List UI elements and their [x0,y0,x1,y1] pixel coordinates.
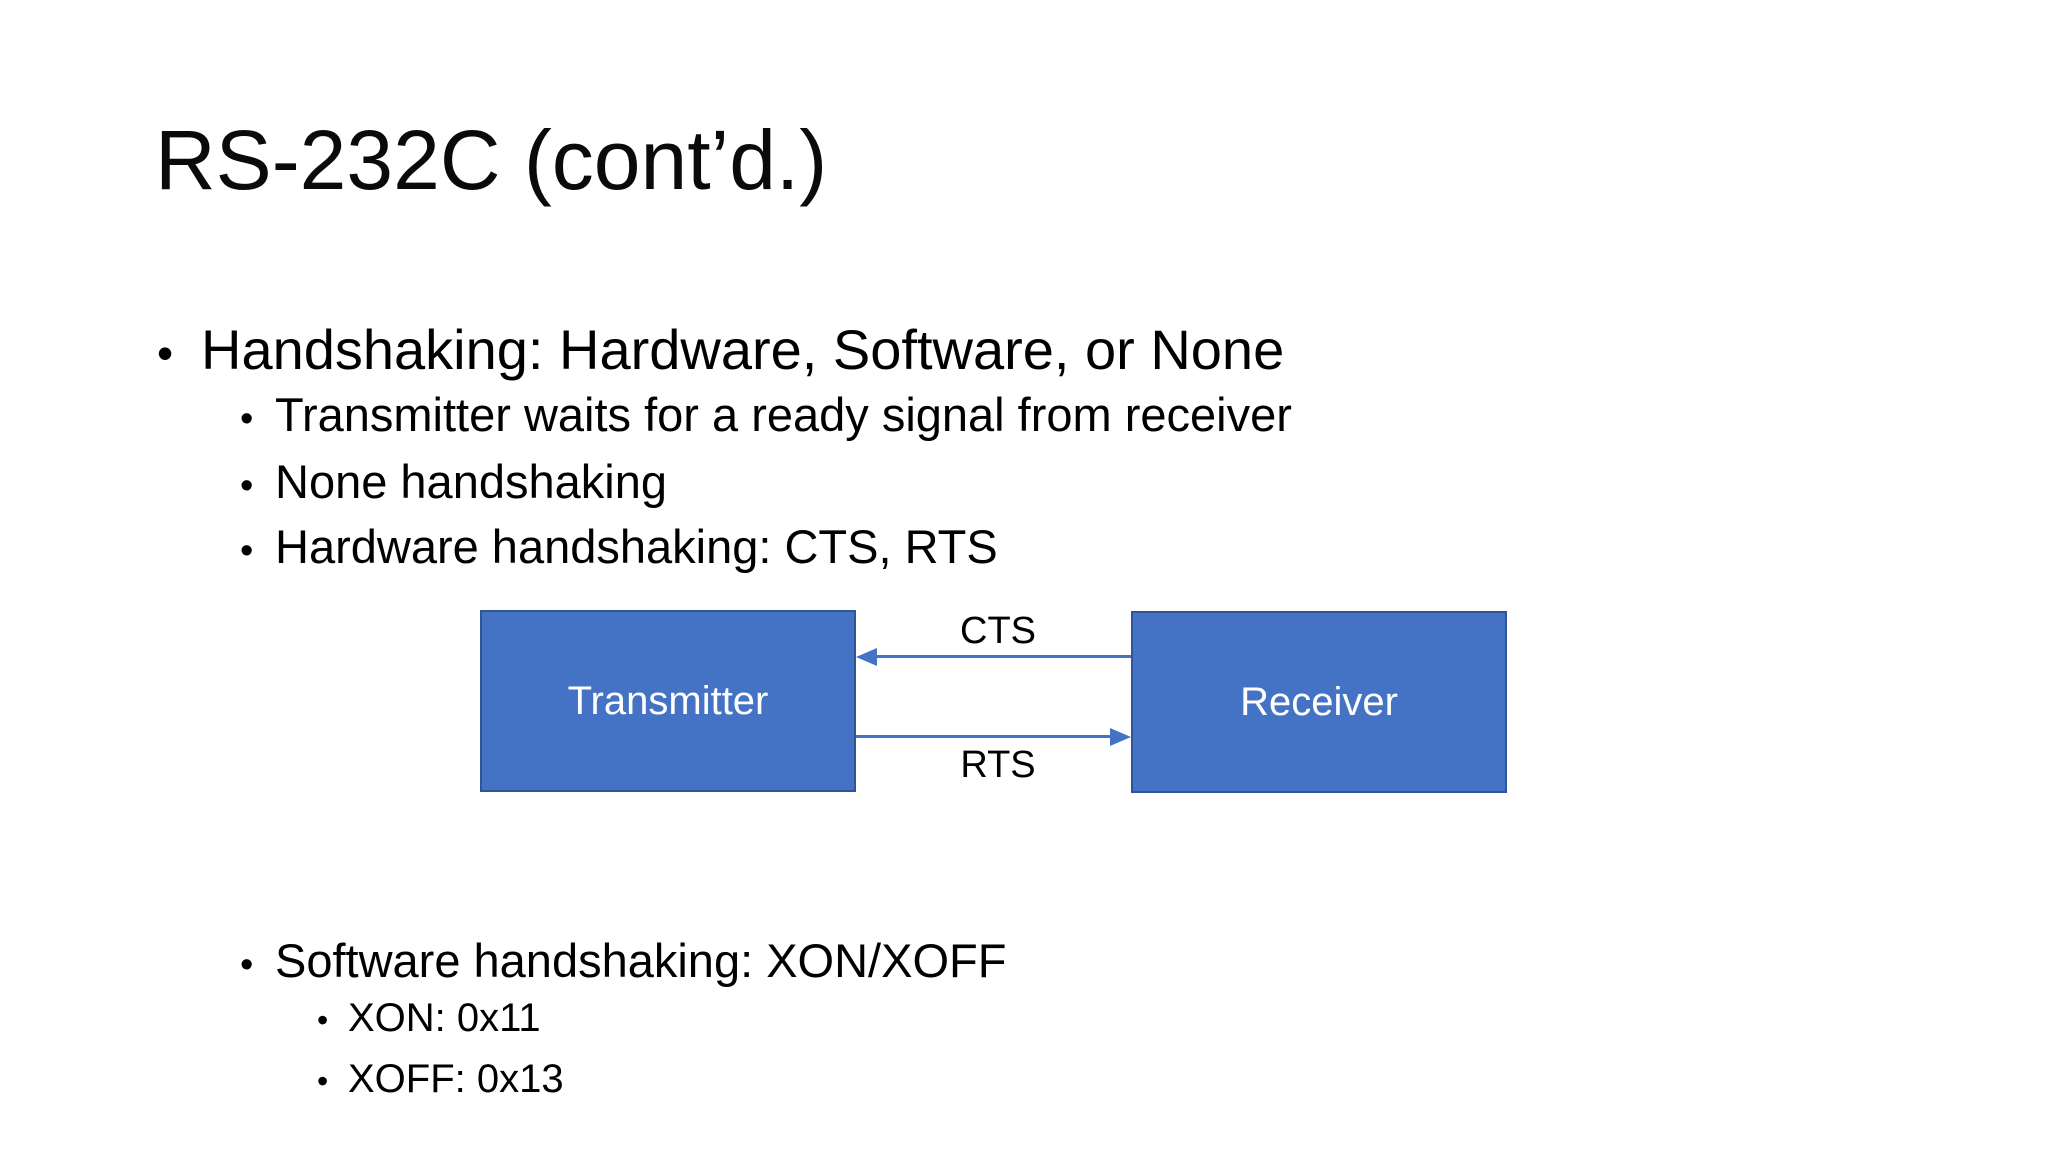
bullet-icon: • [317,1002,329,1038]
bullet-item-hardware-handshaking: • Hardware handshaking: CTS, RTS [240,520,998,574]
bullet-icon: • [240,465,254,507]
bullet-item-software-handshaking: • Software handshaking: XON/XOFF [240,934,1006,988]
receiver-box: Receiver [1131,611,1507,793]
bullet-item-none-handshaking: • None handshaking [240,455,667,509]
bullet-item-xoff: • XOFF: 0x13 [317,1056,564,1102]
slide-title: RS-232C (cont’d.) [155,113,828,207]
arrowhead-right-icon [1110,728,1131,746]
bullet-icon: • [240,398,254,440]
cts-arrow-line [872,655,1131,658]
bullet-text-xoff: XOFF: 0x13 [348,1057,564,1101]
rts-signal-label: RTS [960,744,1036,786]
cts-signal-label: CTS [960,610,1036,652]
bullet-item-handshaking: • Handshaking: Hardware, Software, or No… [157,318,1284,382]
receiver-label: Receiver [1240,679,1398,724]
bullet-text-handshaking: Handshaking: Hardware, Software, or None [201,318,1285,381]
bullet-text-xon: XON: 0x11 [348,996,541,1040]
bullet-text-hardware-handshaking: Hardware handshaking: CTS, RTS [275,520,998,573]
bullet-text-transmitter-waits: Transmitter waits for a ready signal fro… [275,388,1292,441]
transmitter-box: Transmitter [480,610,856,792]
bullet-icon: • [317,1063,329,1099]
arrowhead-left-icon [856,648,877,666]
bullet-text-software-handshaking: Software handshaking: XON/XOFF [275,934,1007,987]
transmitter-label: Transmitter [567,678,769,723]
bullet-icon: • [240,530,254,572]
bullet-icon: • [240,944,254,986]
bullet-icon: • [157,327,174,379]
bullet-item-transmitter-waits: • Transmitter waits for a ready signal f… [240,388,1292,442]
bullet-item-xon: • XON: 0x11 [317,995,541,1041]
rts-arrow-line [856,735,1115,738]
bullet-text-none-handshaking: None handshaking [275,455,667,508]
